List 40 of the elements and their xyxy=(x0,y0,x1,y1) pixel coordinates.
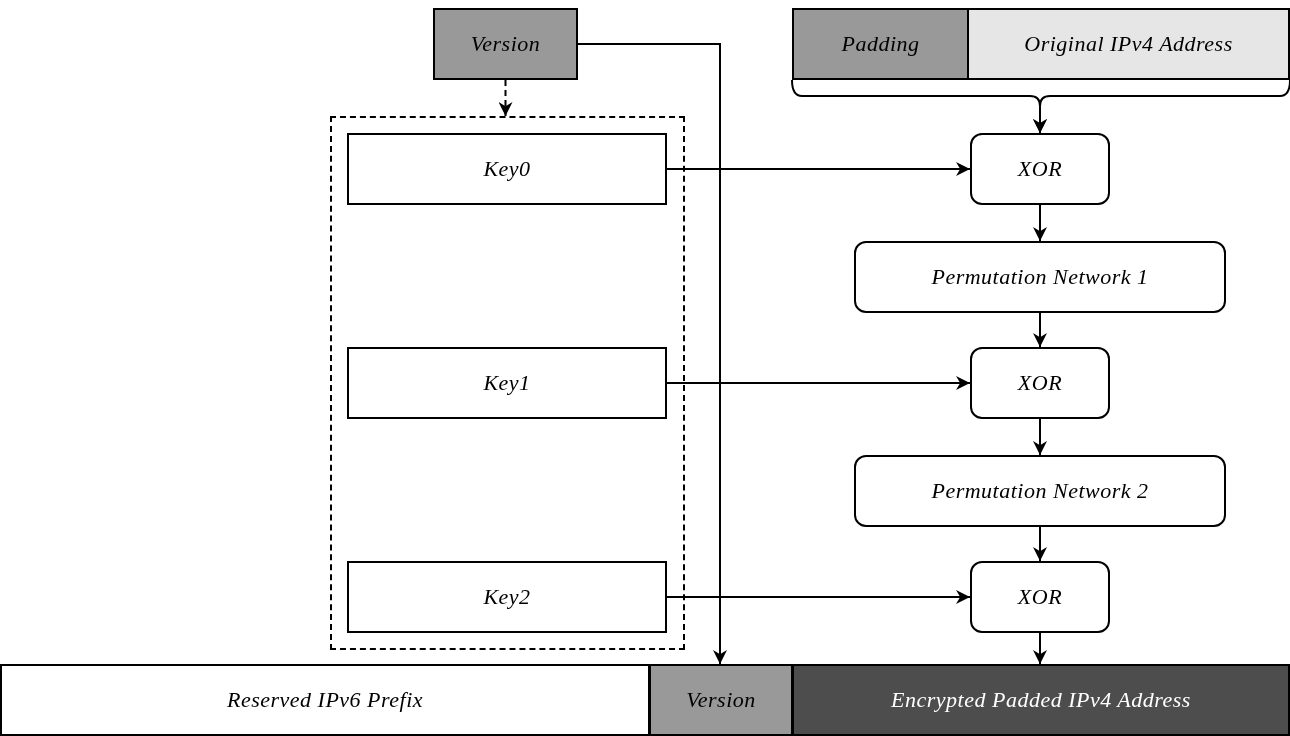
xor-box xyxy=(970,347,1110,419)
field-label: Key1 xyxy=(483,370,531,396)
arrow xyxy=(1033,79,1290,134)
padding-field xyxy=(792,8,969,80)
field-label: Encrypted Padded IPv4 Address xyxy=(891,687,1191,713)
arrow xyxy=(1033,526,1047,562)
field-label: Version xyxy=(686,687,756,713)
field-label: XOR xyxy=(1017,370,1063,396)
xor-box xyxy=(970,133,1110,205)
arrow xyxy=(666,376,971,390)
key-group-box xyxy=(330,116,685,650)
process-box xyxy=(854,241,1226,313)
field-label: Padding xyxy=(841,31,920,57)
field-label: Version xyxy=(470,31,541,57)
field-label: Permutation Network 2 xyxy=(931,478,1149,504)
field-label: XOR xyxy=(1017,584,1063,610)
arrow xyxy=(1033,632,1047,665)
field-label: Key2 xyxy=(483,584,531,610)
field-label: Original IPv4 Address xyxy=(1024,31,1233,57)
arrow xyxy=(1033,312,1047,348)
arrow xyxy=(666,162,971,176)
field-label: Permutation Network 1 xyxy=(931,264,1149,290)
arrow xyxy=(498,79,513,117)
xor-box xyxy=(970,561,1110,633)
arrow xyxy=(577,43,727,665)
prefix-field xyxy=(0,664,650,736)
field-label: XOR xyxy=(1017,156,1063,182)
field-label: Reserved IPv6 Prefix xyxy=(226,687,424,713)
version-field xyxy=(433,8,578,80)
arrow xyxy=(666,590,971,604)
version-field xyxy=(649,664,793,736)
arrow xyxy=(1033,418,1047,456)
key-box xyxy=(347,133,667,205)
key-box xyxy=(347,561,667,633)
arrow xyxy=(1033,204,1047,242)
field-label: Key0 xyxy=(483,156,531,182)
process-box xyxy=(854,455,1226,527)
key-box xyxy=(347,347,667,419)
encrypted-address-field xyxy=(792,664,1290,736)
address-field xyxy=(967,8,1290,80)
